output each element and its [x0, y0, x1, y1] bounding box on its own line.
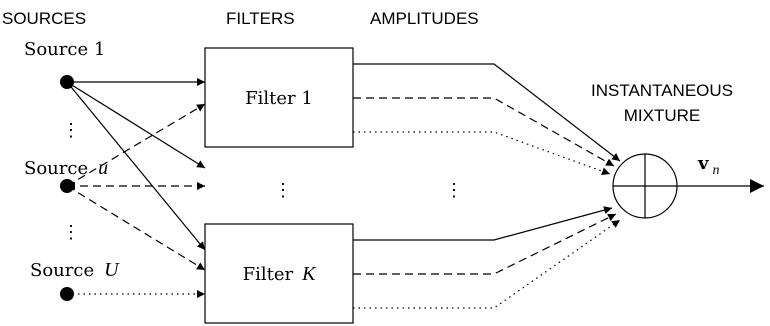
filter-K-box [204, 223, 354, 324]
edge-su-filterK [66, 185, 206, 271]
filter-ellipsis: ⋮ [274, 180, 292, 201]
source-1-label: Source 1 [24, 39, 105, 60]
filter1-out-dashed [353, 97, 615, 167]
header-amplitudes: AMPLITUDES [370, 9, 479, 28]
amplitude-ellipsis: ⋮ [445, 180, 463, 201]
source-ellipsis-lower: ⋮ [62, 222, 80, 243]
header-sources: SOURCES [2, 9, 86, 28]
filterK-out-solid [353, 206, 613, 241]
filter-K-label: Filter K [243, 263, 318, 285]
header-mixture-line1: INSTANTANEOUS [591, 81, 733, 100]
output-label: v n [697, 153, 719, 178]
filter-1-box [204, 47, 354, 148]
header-mixture-line2: MIXTURE [624, 106, 701, 125]
edge-su-filter1 [66, 103, 206, 187]
edge-s1-filterK [66, 81, 206, 251]
filterK-out-dashed [353, 213, 617, 275]
filterK-out-dotted [353, 219, 621, 309]
filter1-out-solid [353, 63, 621, 162]
header-filters: FILTERS [226, 9, 295, 28]
filter-1-label: Filter 1 [245, 88, 313, 109]
source-U-label: Source U [30, 259, 120, 281]
source-u-label: Source u [24, 157, 108, 179]
source-ellipsis-upper: ⋮ [62, 120, 80, 141]
filter1-out-dotted [353, 131, 611, 176]
edge-s1-middle [66, 81, 206, 169]
